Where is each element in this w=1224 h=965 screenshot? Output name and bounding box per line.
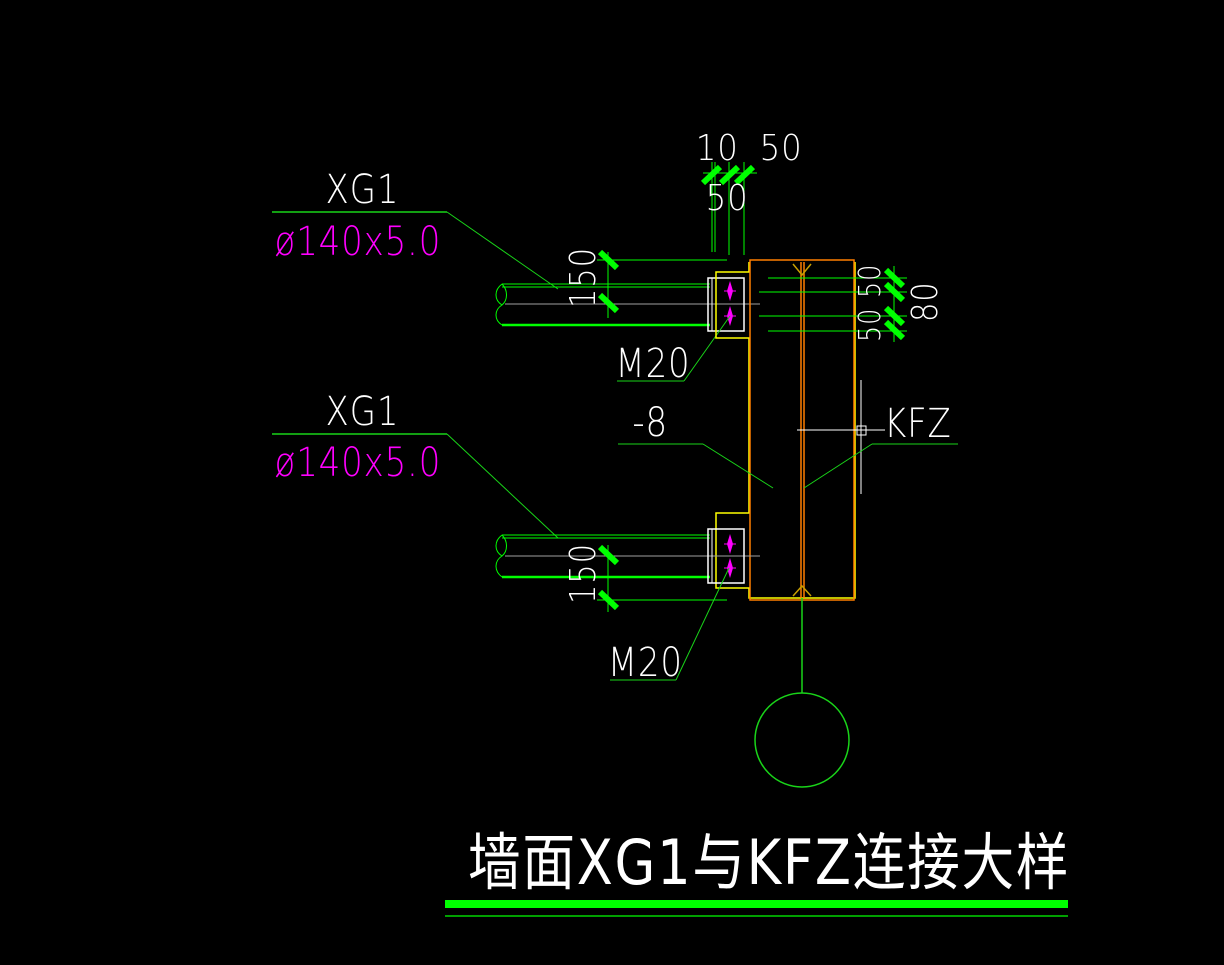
column-label: KFZ xyxy=(884,400,952,446)
lower-pipe: 150 xyxy=(495,534,760,612)
dim-tick xyxy=(883,267,906,289)
right-dim-50-b: 50 xyxy=(852,308,888,342)
upper-end-plate xyxy=(707,277,745,332)
upper-leader-line xyxy=(446,211,559,290)
lower-bolt-leader xyxy=(675,567,730,681)
dim-tick xyxy=(700,164,723,186)
weld-symbol-bottom xyxy=(792,584,812,597)
lower-dim-150: 150 xyxy=(562,543,604,604)
upper-member-callout: XG1 ø140x5.0 xyxy=(272,166,559,290)
lower-connection: M20 xyxy=(608,528,745,686)
gusset-plate-outline xyxy=(715,262,856,599)
upper-bolt-label: M20 xyxy=(615,340,690,386)
dim-tick xyxy=(597,249,620,271)
upper-member-section: ø140x5.0 xyxy=(275,218,442,264)
upper-pipe: 150 xyxy=(495,247,760,327)
dim-tick xyxy=(733,164,756,186)
top-dimension-group: 10 50 50 xyxy=(696,127,803,255)
dim-tick xyxy=(718,164,741,186)
dim-tick xyxy=(597,589,620,611)
kfz-leader-line xyxy=(803,443,873,489)
right-dim-50-a: 50 xyxy=(852,264,888,298)
pipe-break-symbol xyxy=(495,534,507,578)
upper-dim-150: 150 xyxy=(562,247,604,308)
column-callout: KFZ xyxy=(797,380,958,494)
detail-callout xyxy=(754,598,850,788)
plate-callout: -8 xyxy=(618,399,774,489)
dim-tick xyxy=(597,544,620,566)
lower-end-plate xyxy=(707,528,745,584)
top-dim-bottom: 50 xyxy=(706,177,749,219)
lower-leader-line xyxy=(446,433,559,539)
drawing-title: 墙面XG1与KFZ连接大样 xyxy=(468,827,1070,899)
weld-symbol-top xyxy=(792,263,812,277)
dim-tick xyxy=(883,281,906,303)
top-dim-left: 10 xyxy=(696,127,739,169)
dim-tick xyxy=(883,305,906,327)
lower-member-section: ø140x5.0 xyxy=(275,439,442,485)
dim-tick xyxy=(883,319,906,341)
lower-member-callout: XG1 ø140x5.0 xyxy=(272,388,559,539)
title-underline-thick xyxy=(445,900,1068,908)
dim-tick xyxy=(597,292,620,314)
pipe-break-symbol xyxy=(495,283,507,326)
lower-bolt-label: M20 xyxy=(608,639,683,685)
plate-leader-line xyxy=(702,443,774,489)
right-dimension-group: 50 50 80 xyxy=(759,264,946,342)
top-dim-right: 50 xyxy=(760,127,803,169)
detail-circle xyxy=(754,692,850,788)
kfz-node-marker xyxy=(856,425,867,436)
upper-connection: M20 xyxy=(615,277,745,387)
upper-bolt-leader xyxy=(683,315,731,382)
drawing-title-block: 墙面XG1与KFZ连接大样 xyxy=(445,827,1070,917)
right-dim-80: 80 xyxy=(904,281,946,322)
upper-member-name: XG1 xyxy=(326,166,400,212)
lower-member-name: XG1 xyxy=(326,388,400,434)
plate-thickness-label: -8 xyxy=(632,399,668,445)
